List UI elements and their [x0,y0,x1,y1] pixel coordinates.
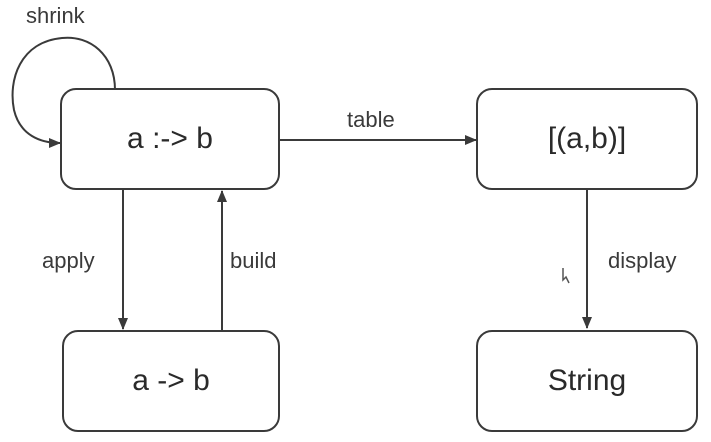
edge-label-table: table [347,107,395,132]
node-table-label: [(a,b)] [547,122,627,155]
node-table: [(a,b)] [476,88,698,190]
edge-label-build: build [230,248,277,273]
node-arrow: a -> b [62,330,280,432]
node-string-label: String [547,364,627,397]
node-arrow-label: a -> b [132,364,210,397]
node-func: a :-> b [60,88,280,190]
node-string: String [476,330,698,432]
edge-label-shrink: shrink [26,3,85,28]
edge-label-apply: apply [42,248,95,273]
shrink-loop-arrow [11,36,116,148]
node-func-label: a :-> b [127,122,213,155]
edge-label-display: display [608,248,677,273]
mouse-cursor-icon [562,268,570,284]
